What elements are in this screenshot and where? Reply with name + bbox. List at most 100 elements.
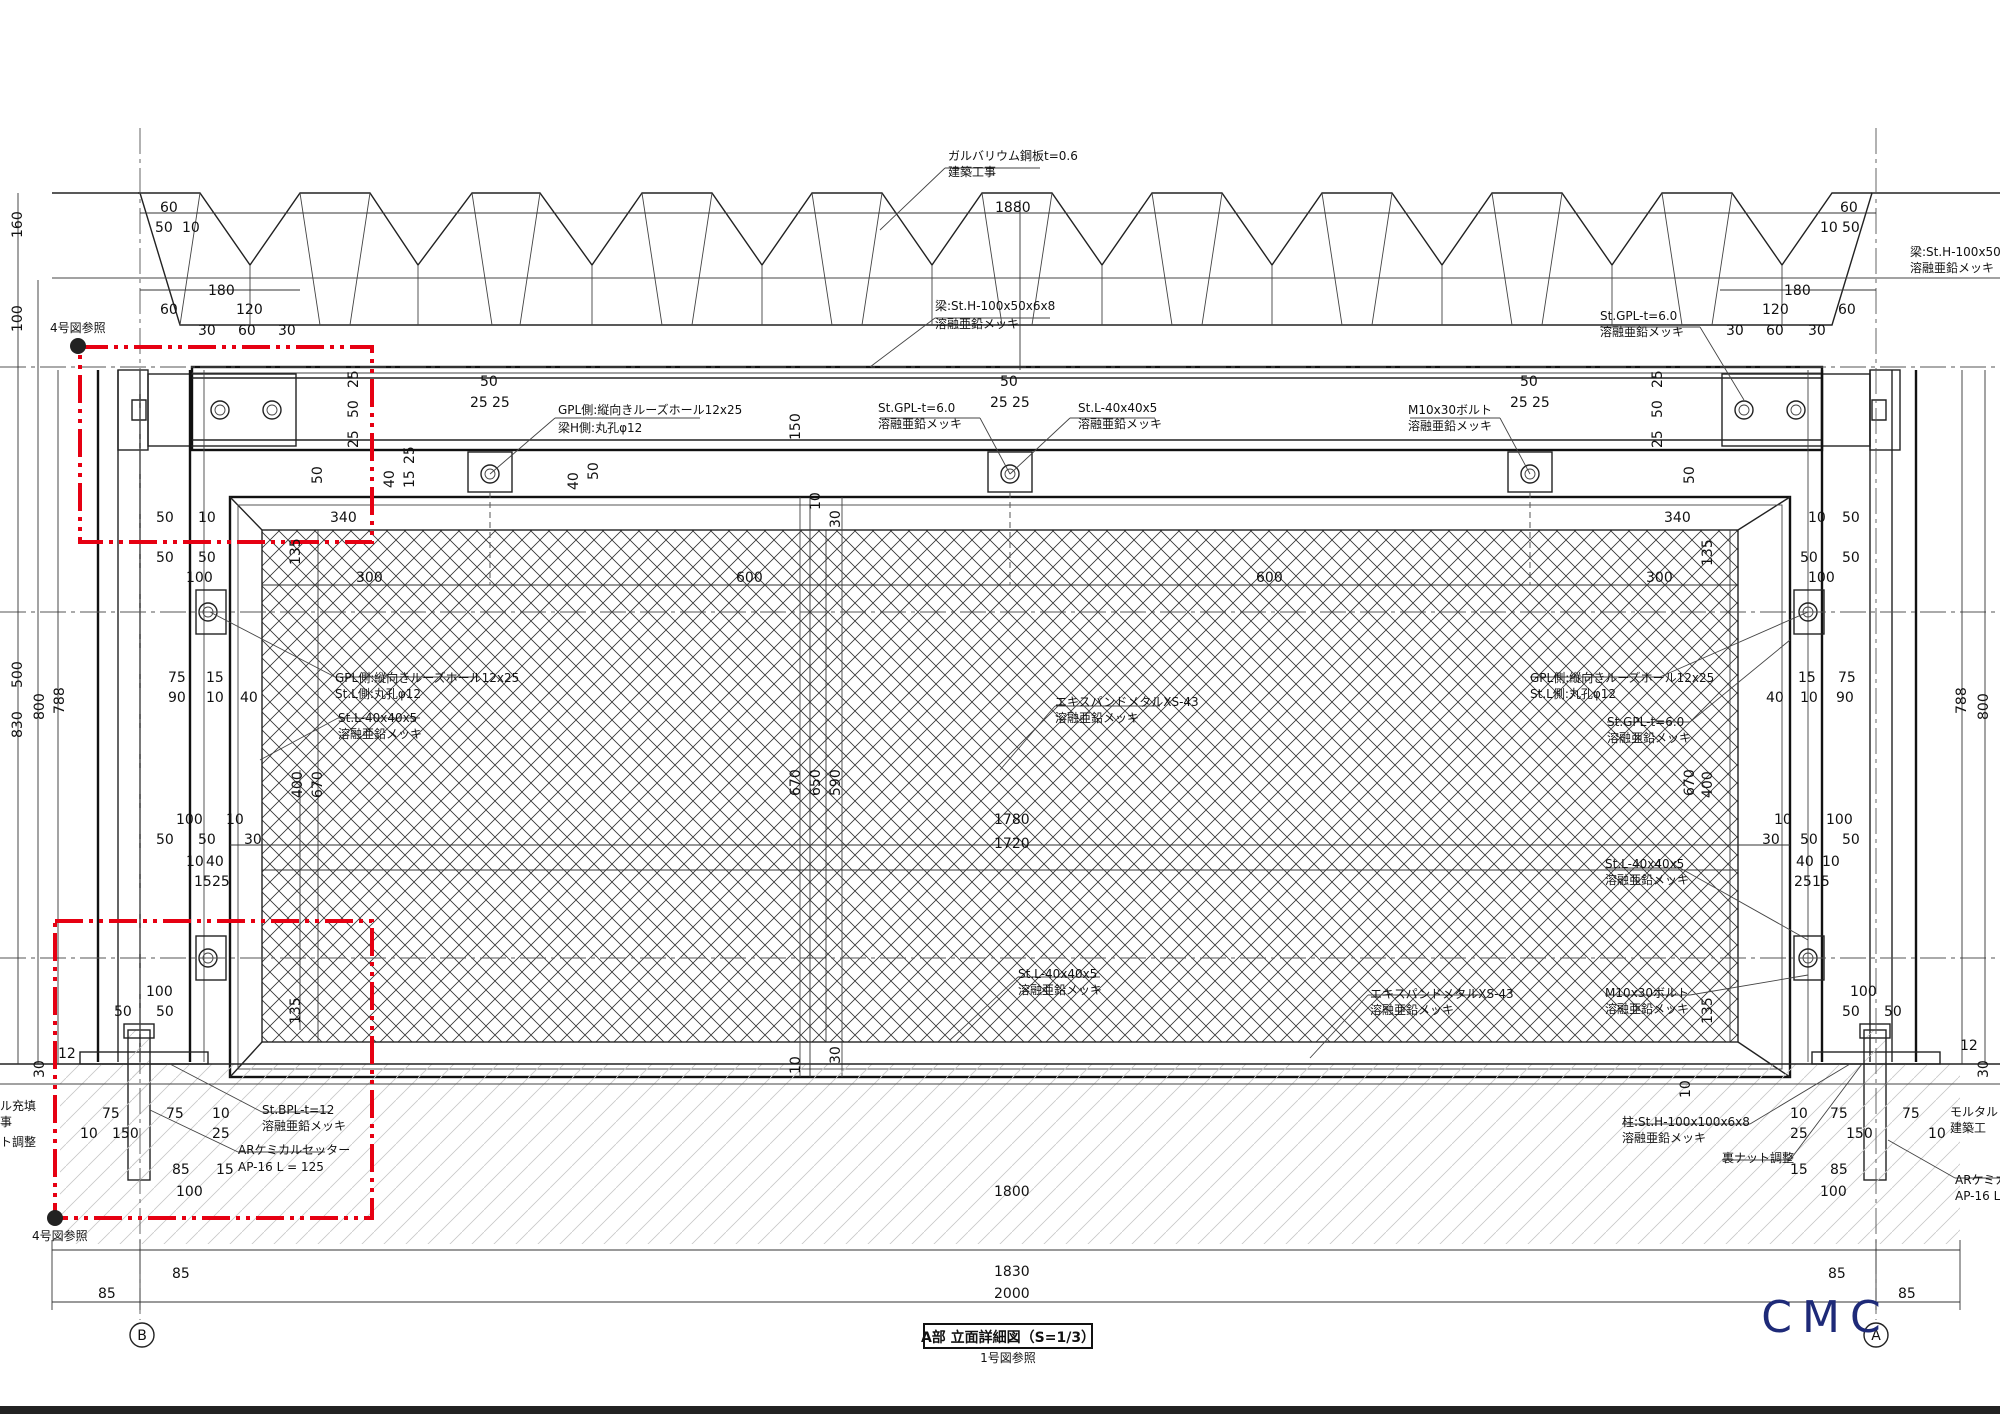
dim-value: 25 (212, 1126, 230, 1142)
note-stl-right-bottom: St.L-40x40x5 (1605, 857, 1684, 871)
dim-value: 50 (156, 550, 174, 566)
note-ref4-bottom: 4号図参照 (32, 1228, 88, 1243)
dim-value: 15 (1790, 1162, 1808, 1178)
dim-value: 60 (160, 302, 178, 318)
dim-value: 50 (1842, 510, 1860, 526)
dim-value: 10 (1774, 812, 1792, 828)
dimension-lines (17, 193, 1986, 1310)
note-expanded-bottom-galv: 溶融亜鉛メッキ (1370, 1002, 1454, 1017)
dim-value: 90 (168, 690, 186, 706)
note-bolt-right-bottom: M10x30ボルト (1605, 986, 1689, 1000)
dim-value: 50 (1842, 550, 1860, 566)
red-markup-top (70, 338, 374, 544)
dim-value: 100 (1820, 1184, 1847, 1200)
dim-value-vert: 40 (382, 470, 398, 488)
dim-value: 10 (212, 1106, 230, 1122)
note-stl-bottom-galv: 溶融亜鉛メッキ (1018, 982, 1102, 997)
bottom-border (0, 1406, 2000, 1414)
note-anchor: AP-16 L = 125 (238, 1160, 324, 1174)
dim-value: 50 (1884, 1004, 1902, 1020)
note-stgpl-right-galv: 溶融亜鉛メッキ (1607, 730, 1691, 745)
dim-value: 85 (1830, 1162, 1848, 1178)
dim-value: 60 (1840, 200, 1858, 216)
dim-value: 10 (1790, 1106, 1808, 1122)
dim-value: 25 (1510, 395, 1528, 411)
dim-value-vert: 30 (1976, 1060, 1992, 1078)
dim-value: 120 (1762, 302, 1789, 318)
right-column (1807, 370, 1918, 1062)
dim-value: 30 (1726, 323, 1744, 339)
dim-value-vert: 30 (32, 1060, 48, 1078)
note-bpl: St.BPL-t=12 (262, 1103, 334, 1117)
dim-value: 40 (1766, 690, 1784, 706)
dim-value: 30 (278, 323, 296, 339)
dim-value-vert: 25 (346, 430, 362, 448)
note-beam-top-right: 梁:St.H-100x50x (1910, 244, 2000, 259)
dim-value: 40 (206, 854, 224, 870)
dim-value: 50 (156, 1004, 174, 1020)
note-stl-top: St.L-40x40x5 (1078, 401, 1157, 415)
dim-value: 25 (492, 395, 510, 411)
dim-value-vert: 10 (788, 1056, 804, 1074)
note-galvalume: ガルバリウム鋼板t=0.6 (948, 149, 1078, 163)
note-building-work: 建築工事 (948, 164, 996, 179)
left-column (96, 370, 205, 1062)
dim-value: 1880 (995, 200, 1031, 216)
dim-value: 50 (114, 1004, 132, 1020)
dim-value: 85 (172, 1266, 190, 1282)
dim-value-vert: 30 (828, 1046, 844, 1064)
dim-value: 340 (1664, 510, 1691, 526)
annotation-leaders (149, 167, 2000, 1179)
dim-value: 120 (236, 302, 263, 318)
dim-value-vert: 30 (828, 510, 844, 528)
dim-value: 10 (186, 854, 204, 870)
galvalume-roof-sheet (52, 192, 2000, 326)
dim-value: 30 (198, 323, 216, 339)
dim-value-vert: 670 (788, 769, 804, 796)
dim-value: 150 (112, 1126, 139, 1142)
note-stgpl-right-top-galv: 溶融亜鉛メッキ (1600, 324, 1684, 339)
dim-value: 60 (160, 200, 178, 216)
dim-value-vert: 50 (346, 400, 362, 418)
dim-value: 50 (1842, 1004, 1860, 1020)
dim-value-vert: 10 (808, 492, 824, 510)
dim-value: 30 (244, 832, 262, 848)
dim-value: 100 (1850, 984, 1877, 1000)
dim-value: 40 (240, 690, 258, 706)
grid-bubbles: B A (129, 1322, 1889, 1348)
dim-value-vert: 100 (10, 305, 26, 332)
dim-value: 75 (1902, 1106, 1920, 1122)
dim-value-vert: 135 (288, 997, 304, 1024)
dim-value-vert: 800 (1976, 693, 1992, 720)
dim-value: 12 (58, 1046, 76, 1062)
dim-value-vert: 135 (1700, 539, 1716, 566)
dim-value: 25 (1794, 874, 1812, 890)
dim-value-vert: 500 (10, 661, 26, 688)
note-column: 柱:St.H-100x100x6x8 (1622, 1114, 1750, 1129)
note-stgpl-top: St.GPL-t=6.0 (878, 401, 955, 415)
dim-value: 300 (356, 570, 383, 586)
note-anchor-right: AP-16 L (1955, 1189, 2000, 1203)
dim-value: 50 (1520, 374, 1538, 390)
dim-value: 50 (156, 510, 174, 526)
dim-value-vert: 135 (288, 538, 304, 565)
center-lines (0, 128, 2000, 1320)
dim-value-vert: 50 (1650, 400, 1666, 418)
dim-value: 10 (1822, 854, 1840, 870)
dim-value-total-1830: 1830 (994, 1264, 1030, 1280)
dim-value-vert: 50 (586, 462, 602, 480)
dim-value: 180 (208, 283, 235, 299)
dim-value: 15 (1812, 874, 1830, 890)
note-work-left: 事 (0, 1115, 12, 1129)
dim-value-vert: 40 (566, 472, 582, 490)
note-ref4-top: 4号図参照 (50, 320, 106, 335)
title-main: A部 立面詳細図（S=1/3） (921, 1329, 1095, 1346)
dim-value: 25 (1532, 395, 1550, 411)
dim-value-total-1800: 1800 (994, 1184, 1030, 1200)
base-plates-and-anchors (0, 1023, 2000, 1244)
dim-value: 12 (1960, 1038, 1978, 1054)
dim-value: 100 (146, 984, 173, 1000)
dim-value-vert: 50 (310, 466, 326, 484)
note-bolt-right-bottom-galv: 溶融亜鉛メッキ (1605, 1001, 1689, 1016)
note-bolt-top-galv: 溶融亜鉛メッキ (1408, 418, 1492, 433)
